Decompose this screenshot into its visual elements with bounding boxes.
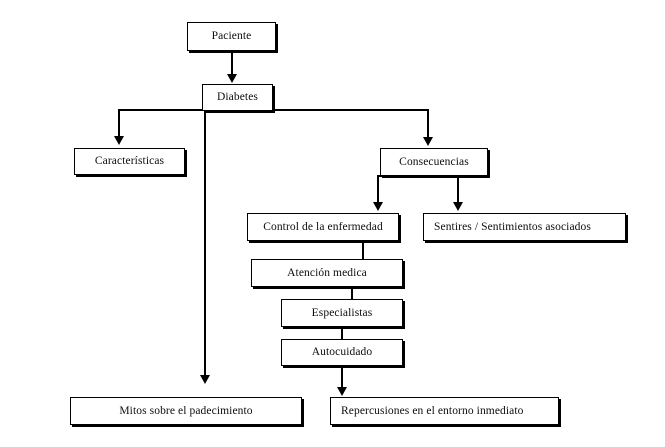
- node-label-especialistas: Especialistas: [311, 306, 373, 319]
- connector-control-to-atencion: [362, 240, 364, 260]
- connector-bus-to-caracteristicas: [118, 109, 120, 139]
- connector-especialistas-to-autocuidado: [341, 326, 343, 340]
- arrowhead-paciente-to-diabetes: [227, 74, 237, 83]
- node-label-atencion-medica: Atención medica: [287, 266, 367, 279]
- arrowhead-to-sentires: [453, 202, 463, 211]
- node-label-control-de-la-enfermedad: Control de la enfermedad: [263, 220, 383, 233]
- arrowhead-to-repercusiones: [337, 387, 347, 396]
- arrowhead-to-consecuencias: [423, 137, 433, 146]
- node-repercusiones-en-el-entorno-inmediato[interactable]: Repercusiones en el entorno inmediato: [330, 397, 559, 425]
- node-label-repercusiones-en-el-entorno-inmediato: Repercusiones en el entorno inmediato: [341, 404, 524, 417]
- node-autocuidado[interactable]: Autocuidado: [281, 339, 403, 366]
- connector-consecuencias-to-sentires: [457, 175, 459, 205]
- arrowhead-to-mitos: [200, 375, 210, 384]
- connector-consecuencias-to-control: [377, 175, 379, 205]
- connector-diabetes-bus: [118, 109, 429, 111]
- arrowhead-to-control: [373, 202, 383, 211]
- node-atencion-medica[interactable]: Atención medica: [251, 259, 403, 287]
- connector-consecuencias-bus: [377, 175, 459, 177]
- node-paciente[interactable]: Paciente: [187, 22, 276, 51]
- connector-paciente-to-diabetes: [231, 51, 233, 75]
- connector-bus-to-consecuencias: [427, 109, 429, 139]
- node-label-autocuidado: Autocuidado: [311, 346, 373, 359]
- connector-diabetes-to-mitos: [204, 100, 206, 380]
- node-consecuencias[interactable]: Consecuencias: [380, 148, 488, 176]
- node-caracteristicas[interactable]: Características: [74, 148, 185, 175]
- node-control-de-la-enfermedad[interactable]: Control de la enfermedad: [247, 213, 399, 241]
- node-label-sentires-sentimientos-asociados: Sentires / Sentimientos asociados: [434, 220, 591, 233]
- node-label-paciente: Paciente: [211, 30, 252, 43]
- node-label-mitos-sobre-el-padecimiento: Mitos sobre el padecimiento: [119, 404, 253, 417]
- node-mitos-sobre-el-padecimiento[interactable]: Mitos sobre el padecimiento: [70, 397, 302, 425]
- node-label-caracteristicas: Características: [94, 155, 165, 168]
- node-especialistas[interactable]: Especialistas: [281, 299, 403, 327]
- arrowhead-to-caracteristicas: [114, 136, 124, 145]
- node-label-consecuencias: Consecuencias: [399, 155, 469, 168]
- node-diabetes[interactable]: Diabetes: [202, 84, 273, 111]
- node-sentires-sentimientos-asociados[interactable]: Sentires / Sentimientos asociados: [423, 213, 626, 241]
- connector-autocuidado-to-repercusiones: [341, 365, 343, 390]
- node-label-diabetes: Diabetes: [216, 91, 259, 104]
- connector-atencion-to-especialistas: [351, 286, 353, 300]
